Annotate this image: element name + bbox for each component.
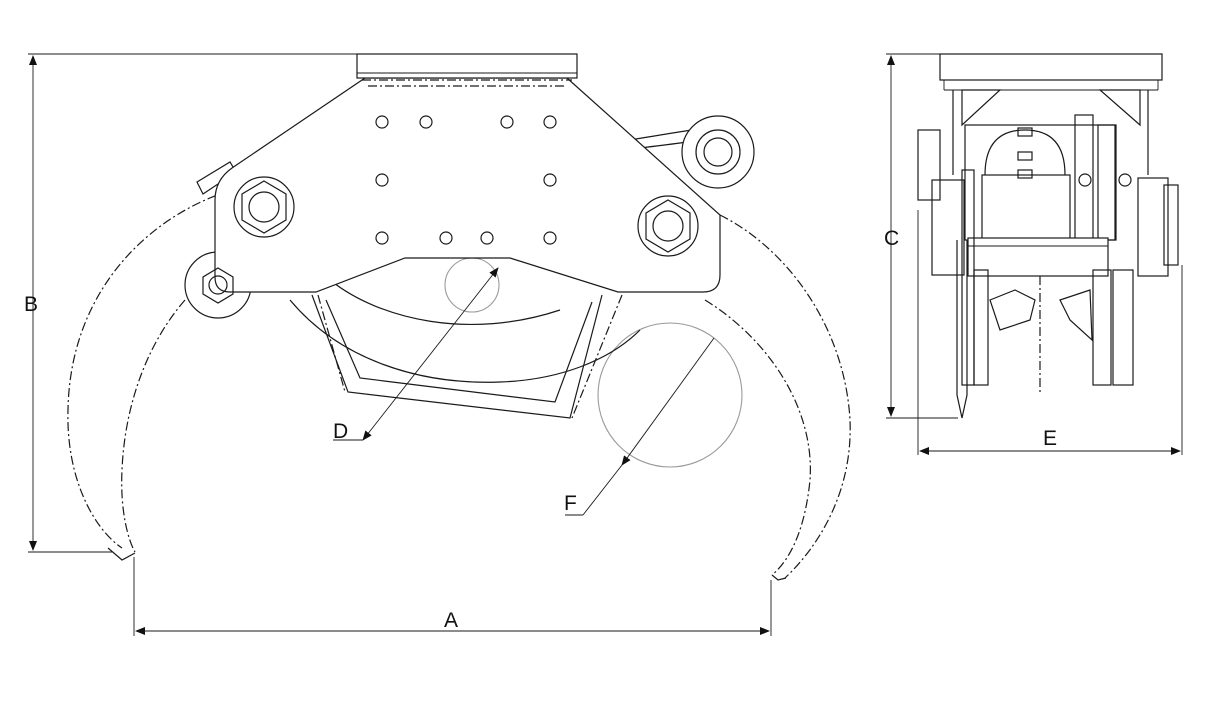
dimension-label-d: D (333, 420, 348, 443)
right-main-bolt (637, 195, 699, 257)
dimension-c: C (884, 53, 958, 419)
housing-plate (214, 77, 721, 293)
right-pivot-nut (695, 129, 741, 175)
front-tine-3 (1092, 269, 1112, 386)
dimension-label-e: E (1043, 427, 1057, 450)
housing-holes (375, 115, 557, 245)
center-block (981, 174, 1071, 241)
dimension-b: B (24, 53, 357, 553)
jaw-tooth-right (1059, 289, 1093, 342)
dimension-label-a: A (444, 609, 458, 632)
dimension-a: A (133, 557, 772, 636)
right-bolt-head (1163, 184, 1179, 266)
right-pivot-boss (681, 115, 755, 189)
right-tine-outline (704, 214, 851, 579)
left-pivot-nut (202, 267, 234, 304)
jaw-trapezoid-inner (325, 299, 593, 403)
left-tine-outline (67, 189, 233, 553)
gusset-right (1098, 89, 1141, 127)
right-pivot-bolt (703, 137, 733, 167)
rotator-dome (984, 129, 1066, 176)
dimension-e: E (917, 210, 1183, 455)
jaw-inner-arc (289, 299, 641, 383)
side-view (67, 53, 851, 581)
right-tine-tip (771, 574, 787, 581)
jaw-dashed-right (571, 294, 623, 419)
dimension-d: D (333, 267, 499, 443)
log-circle-f (597, 322, 743, 468)
left-main-bolt (233, 176, 295, 238)
left-cylinder (917, 129, 941, 201)
front-top-plate (939, 53, 1163, 81)
dimension-label-b: B (24, 293, 38, 316)
left-side-housing (931, 179, 965, 276)
top-plate (356, 53, 578, 79)
jaw-trapezoid (311, 294, 603, 419)
dimension-f: F (564, 337, 715, 516)
cylinder-rod-right-2 (1097, 124, 1117, 241)
right-side-housing (1137, 177, 1169, 277)
dimension-label-f: F (564, 492, 577, 515)
front-tine-point (956, 240, 968, 419)
left-tine-tip (107, 547, 136, 561)
dimension-label-c: C (884, 227, 899, 250)
cross-beam (967, 237, 1109, 277)
gusset-left (961, 89, 1002, 127)
log-circle-d (444, 257, 500, 313)
front-view (917, 53, 1179, 419)
front-tine-2 (973, 269, 989, 386)
front-tine-4 (1112, 269, 1134, 386)
jaw-tooth-left (989, 289, 1036, 331)
